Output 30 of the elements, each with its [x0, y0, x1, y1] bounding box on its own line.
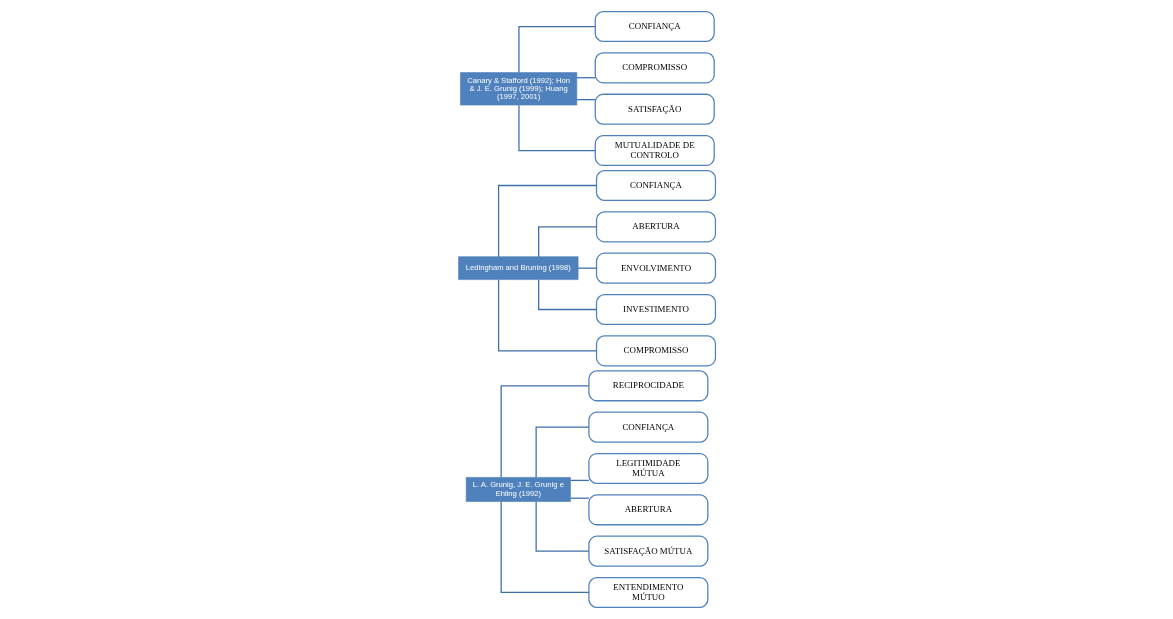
node-box: ENVOLVIMENTO — [595, 252, 716, 284]
connector — [500, 501, 589, 594]
connector — [537, 279, 597, 311]
connector — [535, 426, 589, 478]
node-box: ENTENDIMENTO MÚTUO — [587, 576, 708, 609]
node-box: COMPROMISSO — [594, 52, 715, 84]
connector — [569, 479, 589, 482]
node-box: LEGITIMIDADE MÚTUA — [587, 452, 708, 485]
node-box: CONFIANÇA — [594, 10, 715, 43]
connector — [497, 279, 597, 352]
node-box: ABERTURA — [587, 494, 708, 526]
connector — [535, 501, 589, 552]
connector — [537, 226, 597, 258]
connector — [575, 77, 596, 79]
node-box: RECIPROCIDADE — [587, 370, 708, 402]
node-box: ABERTURA — [595, 211, 716, 243]
node-box: CONFIANÇA — [595, 169, 716, 202]
node-box: SATISFAÇÃO MÚTUA — [587, 535, 708, 567]
node-box: COMPROMISSO — [595, 335, 716, 367]
node-box: CONFIANÇA — [587, 411, 708, 443]
node-box: SATISFAÇÃO — [594, 93, 715, 125]
connector — [575, 99, 596, 101]
connector — [576, 267, 597, 269]
connector — [500, 385, 589, 478]
node-box: MUTUALIDADE DE CONTROLO — [594, 134, 715, 167]
connector — [517, 25, 596, 74]
connector — [497, 184, 597, 258]
connector — [569, 497, 589, 499]
connector — [517, 104, 596, 152]
node-box: INVESTIMENTO — [595, 293, 716, 326]
